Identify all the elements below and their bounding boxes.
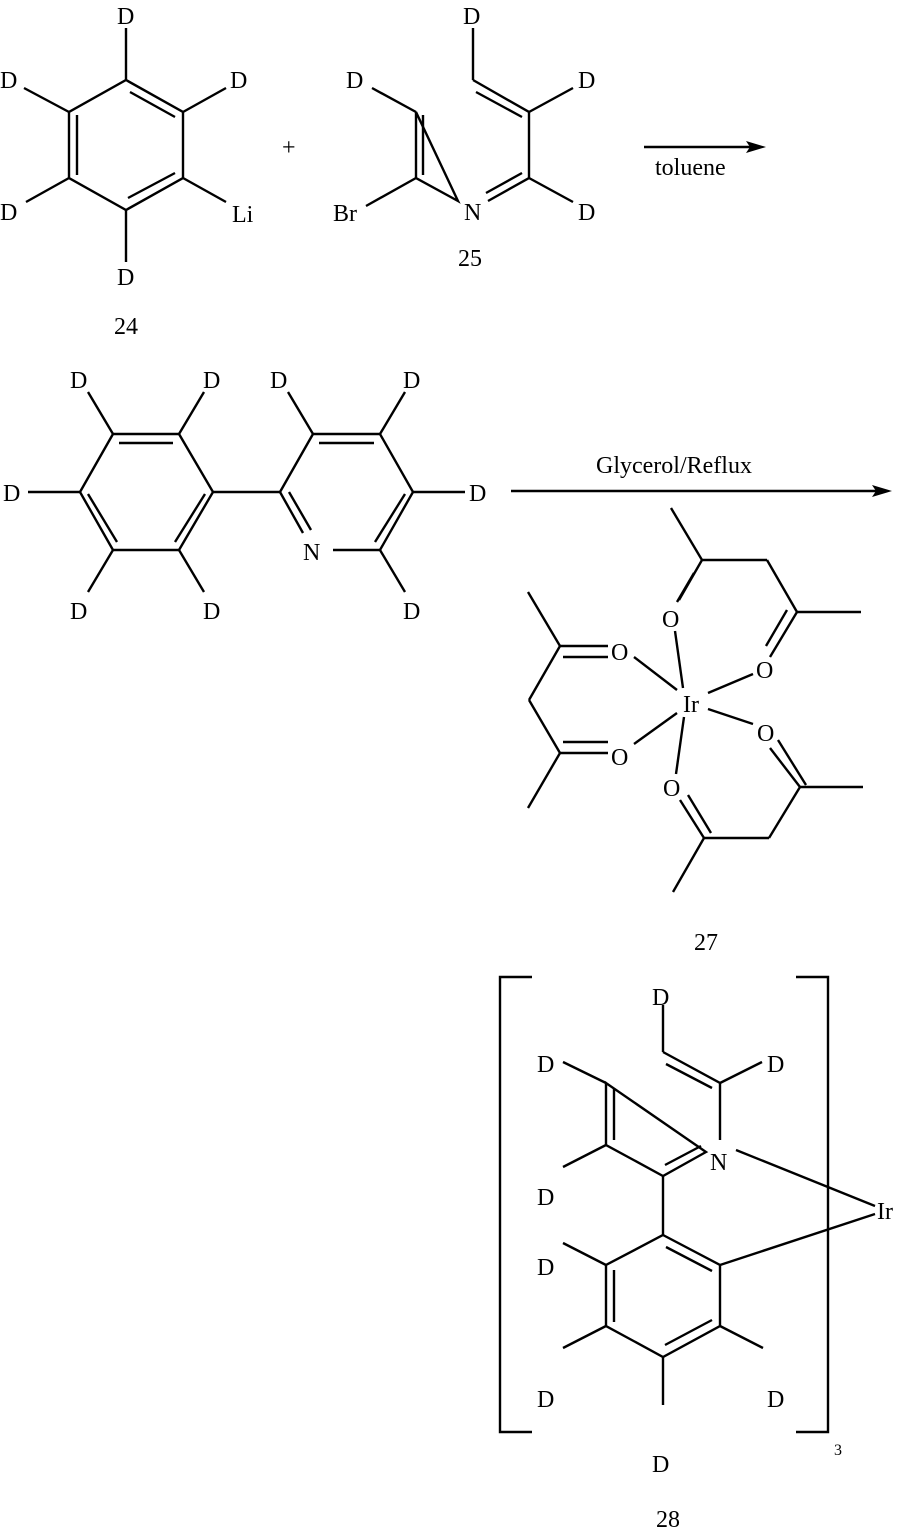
compound-label-24: 24 [114, 314, 138, 340]
atom-d: D [117, 4, 134, 30]
atom-o: O [662, 607, 679, 633]
atom-o: O [756, 658, 773, 684]
atom-o: O [663, 776, 680, 802]
atom-d: D [0, 200, 17, 226]
atom-d: D [578, 68, 595, 94]
compound-label-25: 25 [458, 246, 482, 272]
atom-ir: Ir [683, 692, 699, 718]
atom-d: D [346, 68, 363, 94]
atom-o: O [611, 745, 628, 771]
atom-li: Li [232, 202, 254, 228]
atom-d: D [270, 368, 287, 394]
compound-27: O O Ir O O O O 27 [526, 507, 863, 956]
atom-d: D [767, 1052, 784, 1078]
atom-d: D [469, 481, 486, 507]
atom-ir: Ir [877, 1199, 893, 1225]
atom-d: D [117, 265, 134, 291]
atom-o: O [611, 640, 628, 666]
atom-d: D [463, 4, 480, 30]
compound-25: D D D D N Br 25 [333, 4, 595, 272]
atom-d: D [652, 1452, 669, 1478]
atom-d: D [203, 599, 220, 625]
compound-24: D D D D D Li 24 [0, 4, 254, 340]
atom-d: D [537, 1255, 554, 1281]
atom-d: D [230, 68, 247, 94]
atom-d: D [70, 368, 87, 394]
atom-d: D [3, 481, 20, 507]
compound-28: 3 N D D D D D D D D Ir 28 [498, 975, 893, 1533]
compound-label-27: 27 [694, 930, 718, 956]
arrow-label-glycerol-reflux: Glycerol/Reflux [596, 453, 752, 479]
atom-d: D [203, 368, 220, 394]
atom-d: D [403, 599, 420, 625]
atom-d: D [0, 68, 17, 94]
atom-o: O [757, 721, 774, 747]
atom-d: D [652, 985, 669, 1011]
reaction-arrow-2: Glycerol/Reflux [511, 453, 892, 497]
atom-d: D [537, 1052, 554, 1078]
atom-n: N [464, 200, 481, 226]
atom-br: Br [333, 201, 357, 227]
compound-label-28: 28 [656, 1507, 680, 1533]
arrowhead-icon [872, 485, 892, 497]
atom-d: D [403, 368, 420, 394]
atom-d: D [578, 200, 595, 226]
atom-n: N [303, 540, 320, 566]
reaction-arrow-1: toluene [644, 141, 766, 181]
atom-d: D [767, 1387, 784, 1413]
atom-n: N [710, 1150, 727, 1176]
subscript-3: 3 [834, 1442, 842, 1459]
atom-d: D [70, 599, 87, 625]
atom-d: D [537, 1185, 554, 1211]
atom-d: D [537, 1387, 554, 1413]
arrow-label-toluene: toluene [655, 155, 726, 181]
plus-sign: + [282, 135, 296, 161]
arrowhead-icon [746, 141, 766, 153]
compound-intermediate: D D D D D D D D D N [3, 368, 486, 625]
